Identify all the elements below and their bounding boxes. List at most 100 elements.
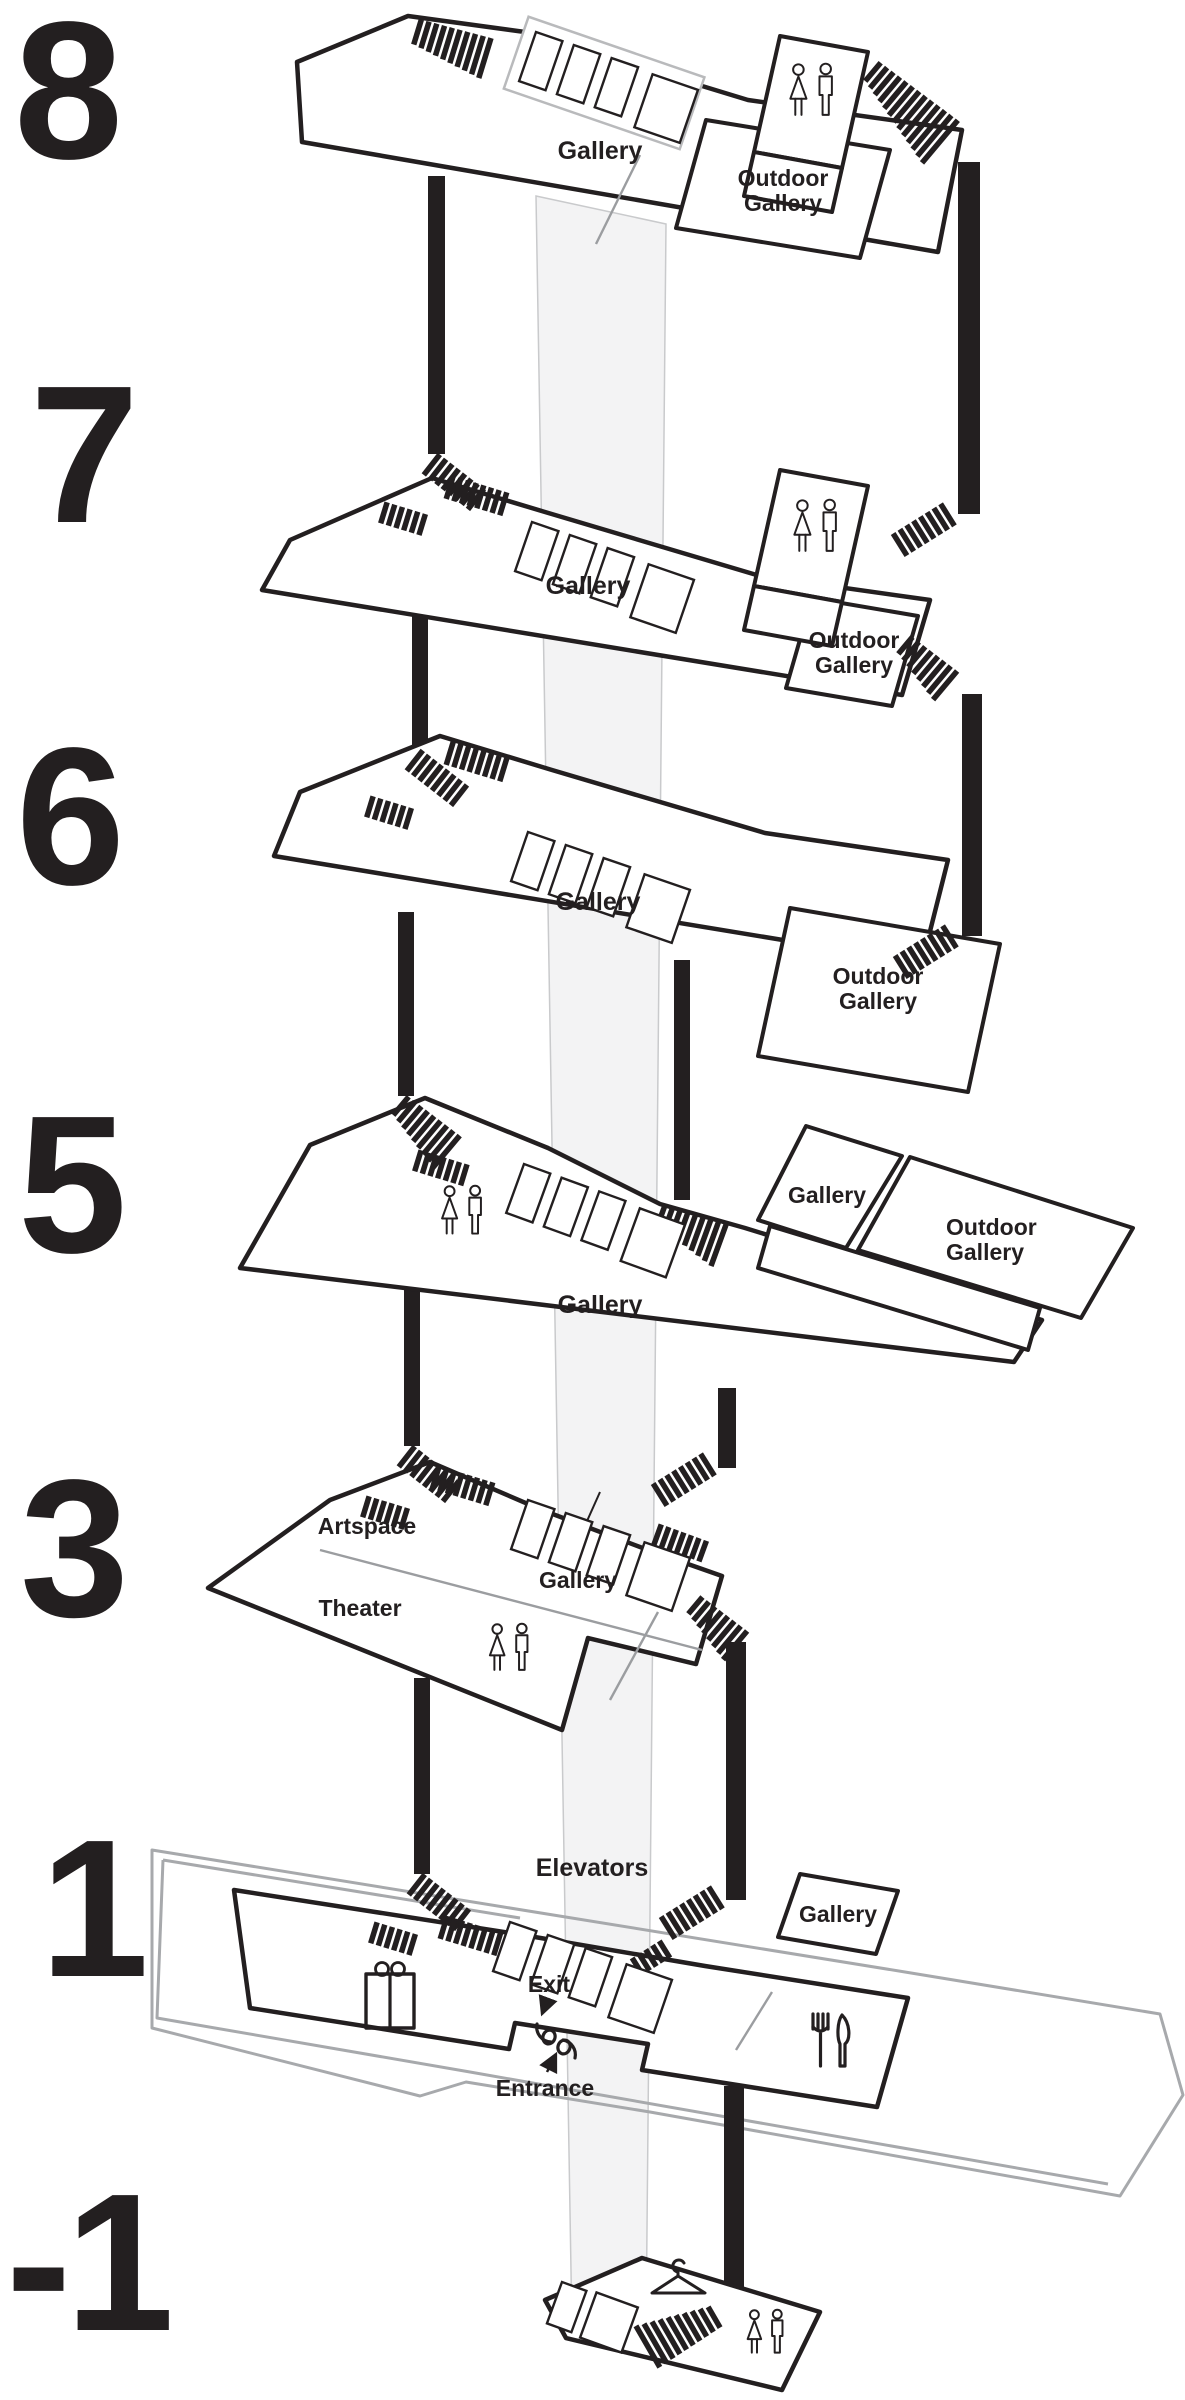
stair-step xyxy=(685,1898,705,1924)
elevator-bank xyxy=(545,2280,640,2355)
floor-1-number: 1 xyxy=(40,1799,144,2018)
stair-step xyxy=(429,768,451,793)
stair-flight xyxy=(443,475,510,517)
elevator-cars-layer xyxy=(491,15,707,2355)
plaza-terrace xyxy=(150,1848,1185,2198)
stair-flight xyxy=(391,1095,462,1170)
stair-step xyxy=(699,1889,718,1915)
men-icon xyxy=(819,62,832,76)
elevator-car xyxy=(628,562,696,635)
floor-5-terrace-strip xyxy=(756,1224,1042,1352)
stair-step xyxy=(892,954,912,979)
elevator-car xyxy=(504,1162,552,1224)
stair-step xyxy=(443,741,456,766)
floor-8-restroom-annex xyxy=(742,150,844,214)
stair-flight xyxy=(650,1452,717,1507)
stair-step xyxy=(931,506,950,532)
stair-flight xyxy=(633,2305,723,2369)
floor-8-number: 8 xyxy=(14,0,117,200)
stair-step xyxy=(905,104,941,145)
stair-step xyxy=(410,753,432,778)
stair-step xyxy=(925,664,953,695)
stair-step xyxy=(445,1917,458,1943)
stair-step xyxy=(684,1460,704,1486)
stair-step xyxy=(401,508,413,532)
stair-step xyxy=(705,2305,723,2330)
stair-step xyxy=(412,1149,424,1173)
floor-5-outdoor-label-1: Outdoor xyxy=(946,1214,1037,1240)
wall-bar xyxy=(412,600,428,750)
stair-step xyxy=(474,484,487,510)
men-icon xyxy=(823,498,836,512)
wall-bar xyxy=(428,176,445,454)
floor-6-outdoor-label-2: Gallery xyxy=(839,988,917,1014)
stair-flight xyxy=(437,1915,504,1957)
elevator-bank xyxy=(509,1498,692,1613)
women-icon xyxy=(491,1623,503,1635)
stair-step xyxy=(489,489,502,514)
stair-flight xyxy=(896,635,960,702)
elevator-car xyxy=(624,1540,692,1613)
stair-step xyxy=(657,2318,683,2356)
stair-step xyxy=(696,1604,718,1629)
stair-step xyxy=(438,1897,459,1922)
stair-step xyxy=(650,1482,670,1507)
entrance-label: Entrance xyxy=(496,2075,594,2101)
stair-step xyxy=(406,1109,430,1137)
elevator-car xyxy=(567,1946,614,2008)
stair-step xyxy=(650,1943,666,1964)
stair-step xyxy=(396,1099,418,1124)
stair-step xyxy=(398,1930,411,1954)
wall-bar xyxy=(958,162,980,514)
stair-step xyxy=(368,1921,380,1945)
stair-step xyxy=(383,1502,395,1526)
stair-flight xyxy=(443,741,510,783)
restrooms-icon xyxy=(789,62,833,116)
floor-7-restroom-room xyxy=(752,468,870,604)
men-icon xyxy=(515,1634,529,1671)
stair-step xyxy=(385,503,398,527)
stair-step xyxy=(379,800,392,823)
wall-bar xyxy=(674,960,690,1200)
stair-step xyxy=(364,795,376,819)
women-icon xyxy=(488,1634,506,1657)
stair-step xyxy=(497,491,510,517)
stair-step xyxy=(706,1614,731,1642)
elevator-car xyxy=(606,1962,674,2035)
floor-8-gallery-label: Gallery xyxy=(558,137,643,165)
stair-step xyxy=(442,1158,455,1182)
stair-step xyxy=(882,80,909,111)
stair-step xyxy=(896,94,928,131)
stair-step xyxy=(886,84,915,117)
stair-step xyxy=(863,61,883,83)
floor-1-restaurant-divider xyxy=(734,1991,774,2051)
stair-step xyxy=(452,1919,466,1945)
stair-step xyxy=(691,1600,711,1623)
stair-step xyxy=(691,1456,710,1482)
stair-step xyxy=(926,932,946,958)
stair-step xyxy=(891,89,922,124)
stair-step xyxy=(396,1444,417,1469)
elevator-car xyxy=(509,1498,556,1560)
stair-step xyxy=(451,743,464,769)
stair-step xyxy=(688,1214,707,1252)
stair-step xyxy=(450,1161,463,1184)
women-icon xyxy=(746,2319,763,2341)
stair-flight xyxy=(368,1921,419,1956)
stair-flight xyxy=(863,61,960,165)
wall-bar xyxy=(718,1388,736,1468)
elevator-car xyxy=(632,72,700,145)
stair-step xyxy=(402,807,415,830)
stair-step xyxy=(911,649,934,676)
floor-5-gallery-annex-room xyxy=(756,1124,904,1250)
elevator-bank xyxy=(502,15,707,151)
stair-step xyxy=(643,1948,659,1968)
floor-7-restroom-annex xyxy=(742,584,844,648)
stair-step xyxy=(411,18,424,46)
stair-step xyxy=(411,1114,437,1144)
stair-step xyxy=(452,1472,465,1497)
stair-step xyxy=(431,1892,453,1917)
elevator-car xyxy=(491,1920,538,1982)
stair-step xyxy=(491,1931,504,1957)
stair-step xyxy=(425,1887,446,1912)
